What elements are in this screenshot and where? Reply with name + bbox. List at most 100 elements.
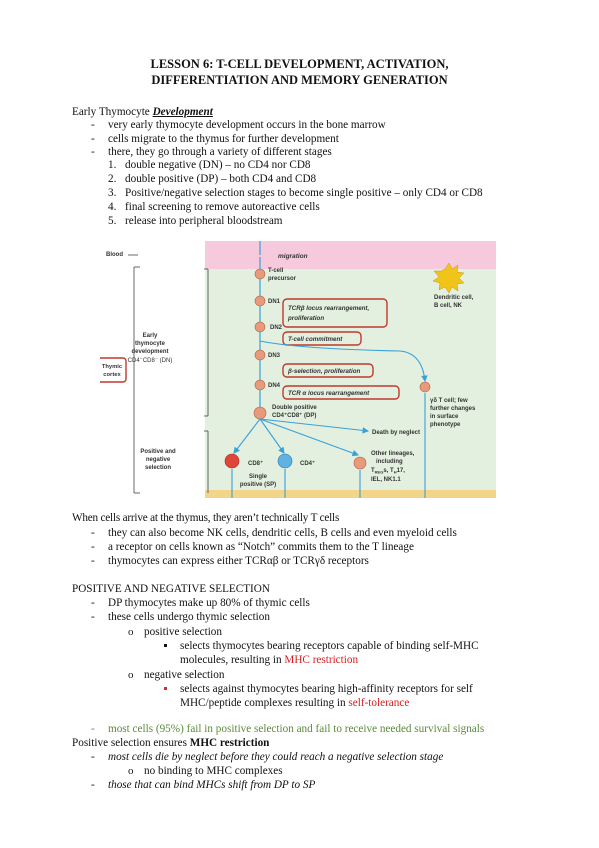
death-arrow — [259, 418, 370, 434]
beta-selection-box — [282, 363, 374, 378]
dn4-label: DN4 — [268, 383, 281, 389]
gd-label-1: γδ T cell; few — [430, 398, 468, 404]
dash-bullet: - — [91, 723, 95, 735]
early-label-2: thymocyte — [135, 341, 166, 347]
circle-bullet: o — [128, 765, 134, 777]
cd8-arrow — [233, 418, 261, 454]
section-heading-arrival: When cells arrive at the thymus, they ar… — [72, 512, 340, 524]
dendritic-label-2: B cell, NK — [434, 303, 463, 309]
section-heading-mhc: Positive selection ensures MHC restricti… — [72, 737, 270, 749]
dn2-cell — [254, 321, 266, 333]
beta-selection-label: β-selection, proliferation — [287, 368, 360, 375]
positive-detail-1: selects thymocytes bearing receptors cap… — [180, 640, 479, 652]
page-title-line-1: LESSON 6: T-CELL DEVELOPMENT, ACTIVATION… — [150, 57, 449, 71]
list-item: these cells undergo thymic selection — [108, 611, 270, 623]
list-number: 1. — [108, 159, 117, 171]
list-item: very early thymocyte development occurs … — [108, 119, 386, 131]
negative-detail-2: MHC/peptide complexes resulting in self-… — [180, 697, 410, 709]
blood-label: Blood — [106, 252, 123, 258]
negative-selection-label: negative selection — [144, 669, 225, 681]
commitment-label: T-cell commitment — [288, 336, 343, 343]
gamma-delta-arrow — [259, 340, 428, 383]
list-item: there, they go through a variety of diff… — [108, 146, 332, 158]
list-item: most cells die by neglect before they co… — [108, 751, 444, 763]
other-label-1: Other lineages, — [371, 451, 415, 457]
positive-selection-label: positive selection — [144, 626, 222, 638]
thymus-region — [205, 269, 496, 490]
precursor-cell — [254, 268, 266, 280]
circle-bullet: o — [128, 669, 134, 681]
single-label-1: Single — [249, 474, 268, 480]
tcrb-line-2: proliferation — [287, 315, 324, 322]
dendritic-label-1: Dendritic cell, — [434, 295, 474, 301]
list-number: 2. — [108, 173, 117, 185]
thymocyte-development-figure: Blood Early thymocyte development CD4⁻CD… — [100, 241, 496, 498]
tcrb-box — [282, 298, 388, 328]
section-heading-early-thymocyte: Early Thymocyte Development — [72, 106, 213, 119]
single-label-2: positive (SP) — [240, 482, 276, 488]
dn3-label: DN3 — [268, 353, 281, 359]
numbered-item: Positive/negative selection stages to be… — [125, 187, 483, 199]
dn2-label: DN2 — [270, 325, 283, 331]
gd-label-2: further changes — [430, 406, 476, 412]
dash-bullet: - — [91, 597, 95, 609]
gd-label-3: in surface — [430, 414, 459, 420]
death-label: Death by neglect — [372, 430, 420, 436]
list-item: those that can bind MHCs shift from DP t… — [108, 779, 316, 791]
list-item: a receptor on cells known as “Notch” com… — [108, 541, 414, 553]
early-label-3: development — [131, 349, 168, 355]
list-item: they can also become NK cells, dendritic… — [108, 527, 457, 539]
dash-bullet: - — [91, 611, 95, 623]
other-label-2: including — [376, 459, 403, 465]
cortex-label: cortex — [103, 372, 121, 378]
positive-detail-2: molecules, resulting in MHC restriction — [180, 654, 359, 666]
numbered-item: double positive (DP) – both CD4 and CD8 — [125, 173, 317, 185]
dn1-cell — [254, 295, 266, 307]
dash-bullet: - — [91, 779, 95, 791]
green-note: most cells (95%) fail in positive select… — [108, 723, 485, 735]
dn1-label: DN1 — [268, 299, 281, 305]
list-sub-item: no binding to MHC complexes — [144, 765, 283, 777]
cd4-label: CD4⁺ — [300, 460, 315, 467]
dn4-cell — [254, 379, 266, 391]
negative-detail-1: selects against thymocytes bearing high-… — [180, 683, 473, 695]
dn3-cell — [254, 349, 266, 361]
dp-label-2: CD4⁺CD8⁺ (DP) — [272, 412, 316, 419]
dash-bullet: - — [91, 541, 95, 553]
dash-bullet: - — [91, 751, 95, 763]
gd-label-4: phenotype — [430, 422, 461, 428]
blood-band — [205, 241, 496, 269]
mhc-restriction-bold: MHC restriction — [189, 737, 270, 749]
precursor-label-1: T-cell — [268, 268, 284, 274]
thymic-label: Thymic — [102, 364, 123, 370]
numbered-item: double negative (DN) – no CD4 nor CD8 — [125, 159, 311, 171]
tcra-box — [282, 385, 400, 400]
cd4-cell — [277, 453, 293, 469]
migration-label: migration — [278, 253, 308, 260]
heading-emphasis: Development — [152, 106, 213, 118]
list-number: 4. — [108, 201, 117, 213]
precursor-label-2: precursor — [268, 276, 297, 282]
commitment-box — [282, 331, 362, 346]
dash-bullet: - — [91, 555, 95, 567]
list-item: cells migrate to the thymus for further … — [108, 133, 339, 145]
other-lineage-cell — [353, 456, 367, 470]
list-number: 3. — [108, 187, 117, 199]
dp-label-1: Double positive — [272, 405, 317, 411]
posneg-label-2: negative — [146, 457, 171, 463]
cd8-cell — [224, 453, 240, 469]
dendritic-cell-icon — [432, 262, 465, 294]
section-heading-selection: POSITIVE AND NEGATIVE SELECTION — [72, 583, 270, 595]
other-label-3: TREGs, TH17, — [371, 468, 405, 475]
dp-cell — [253, 406, 267, 420]
numbered-item: final screening to remove autoreactive c… — [125, 201, 320, 213]
square-bullet — [164, 687, 167, 690]
dash-bullet: - — [91, 133, 95, 145]
dash-bullet: - — [91, 146, 95, 158]
dash-bullet: - — [91, 119, 95, 131]
dash-bullet: - — [91, 527, 95, 539]
cd4-arrow — [259, 418, 285, 454]
gamma-delta-cell — [419, 381, 431, 393]
figure-floor — [205, 490, 496, 498]
page-title-line-2: DIFFERENTIATION AND MEMORY GENERATION — [151, 73, 448, 87]
